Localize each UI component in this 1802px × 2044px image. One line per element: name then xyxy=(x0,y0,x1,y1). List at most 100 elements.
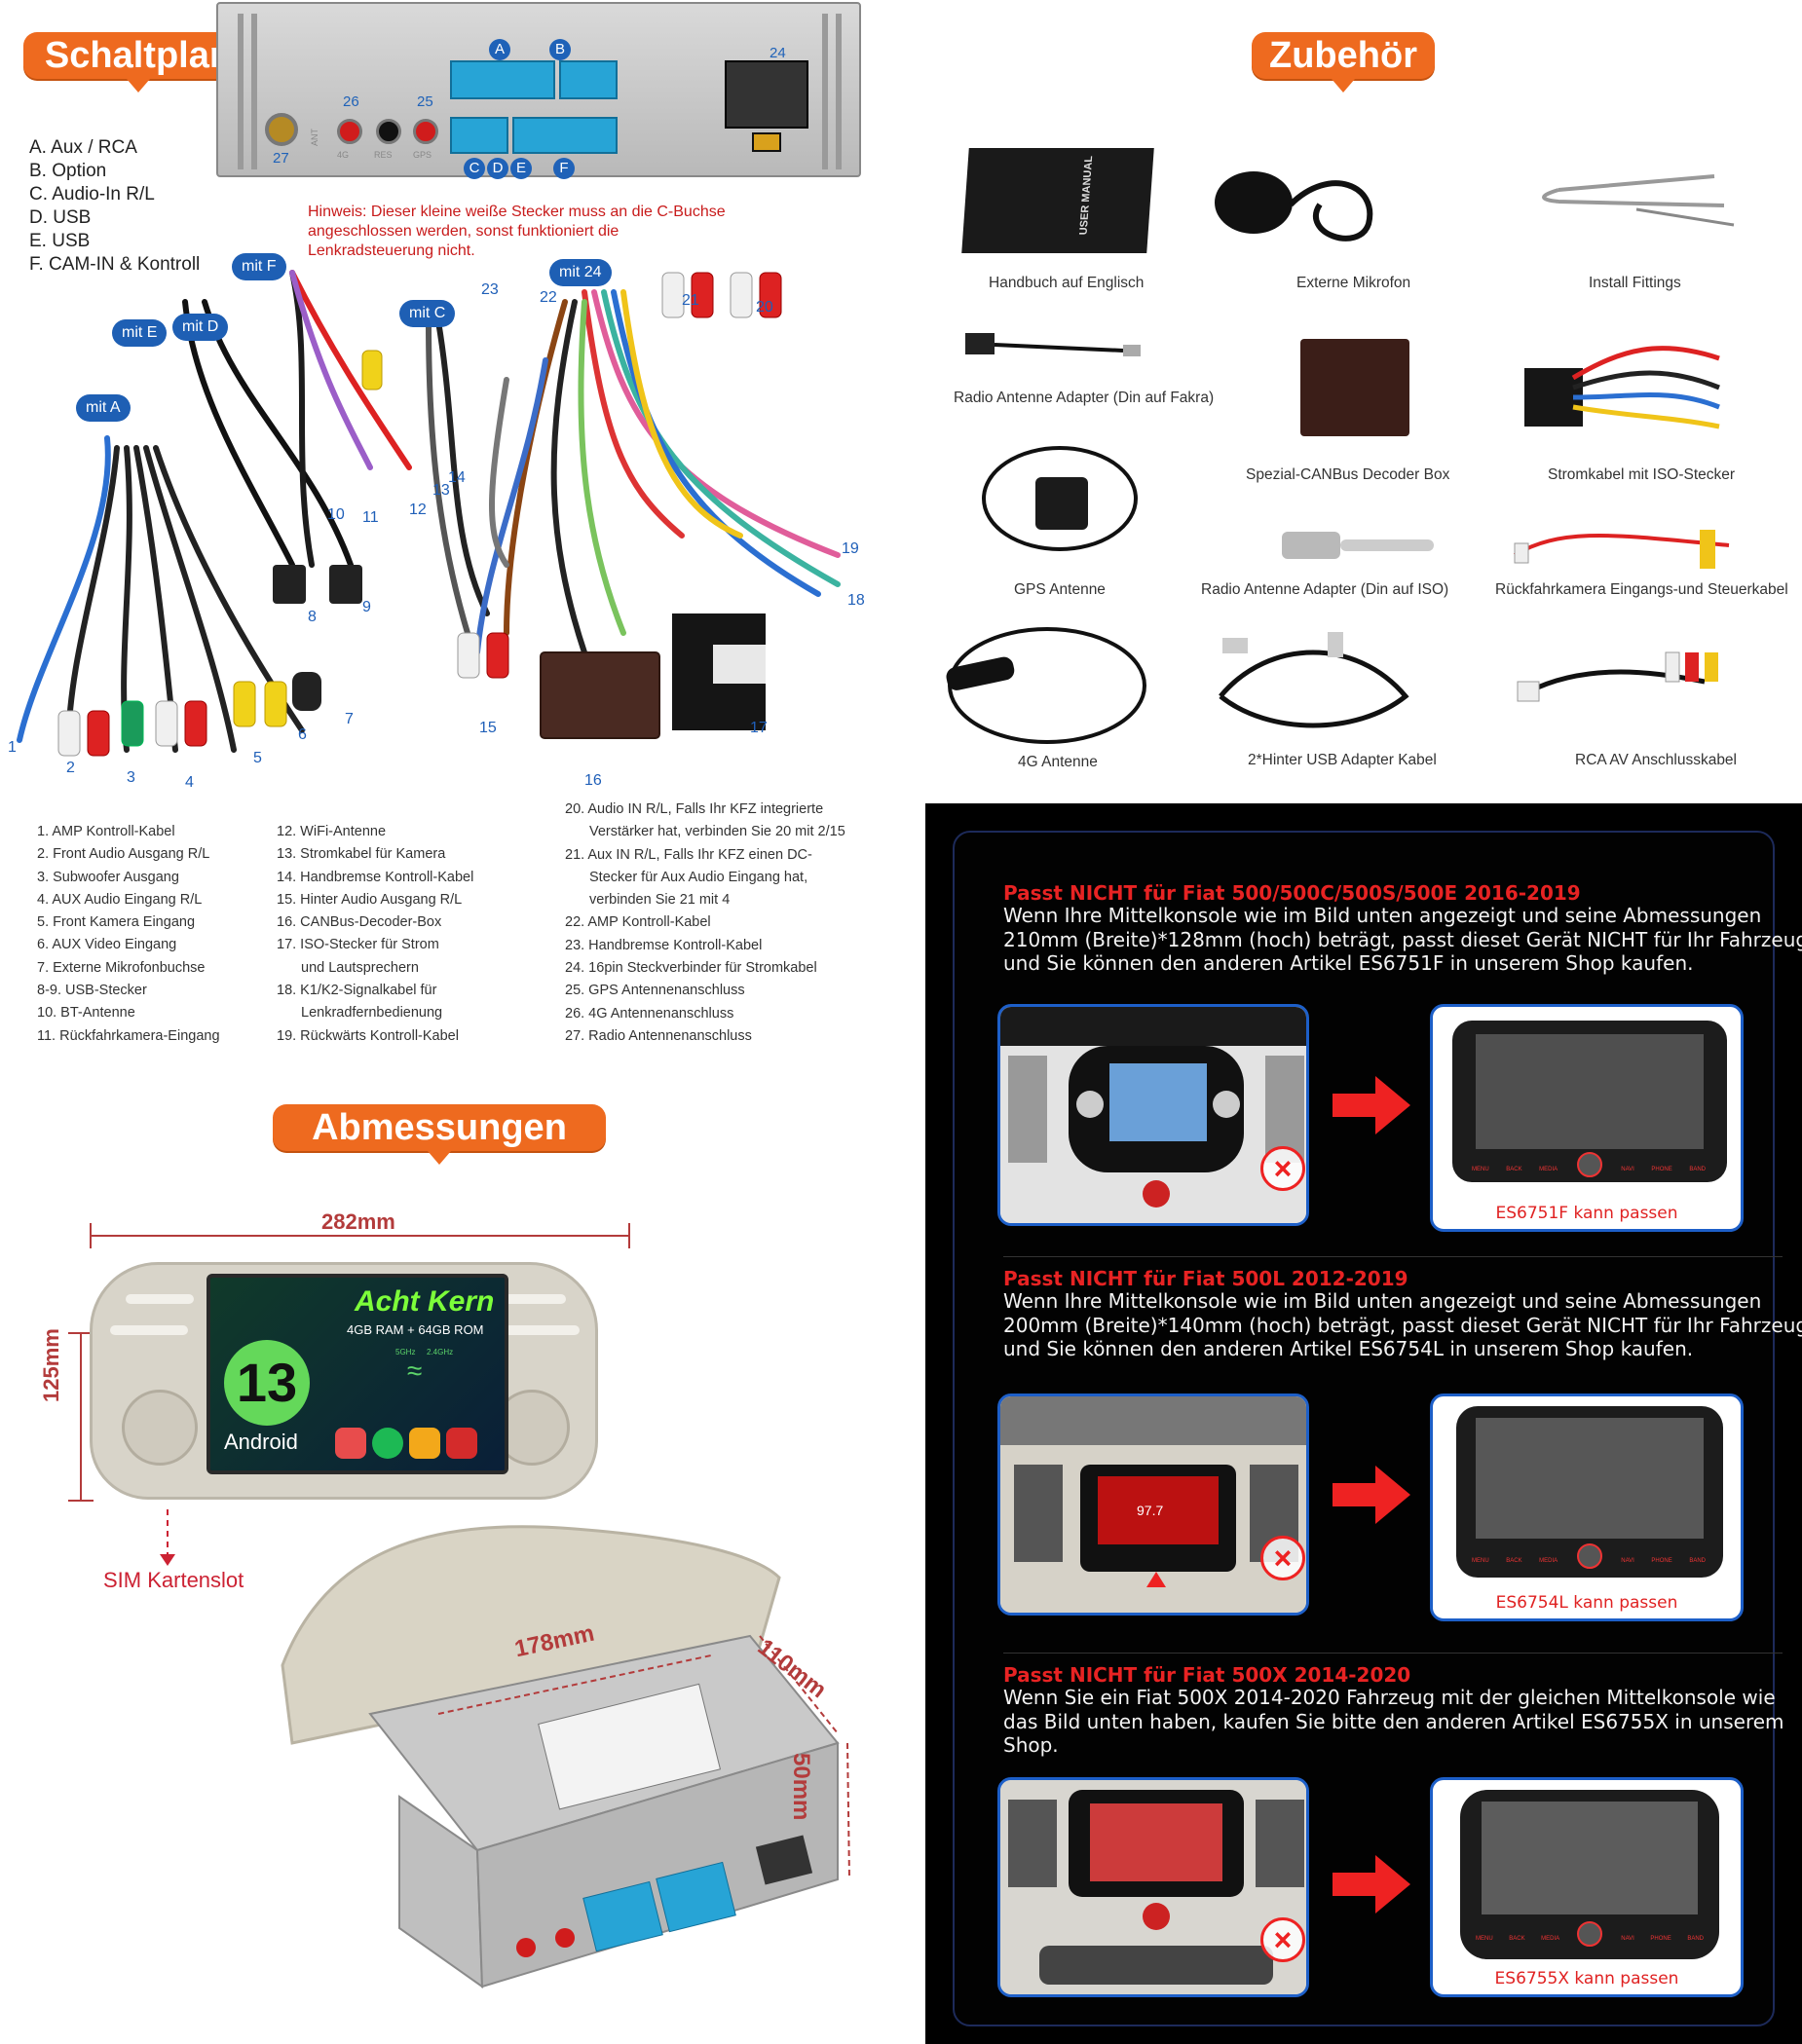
arrow-icon-2 xyxy=(1333,1466,1410,1524)
legend-d: D. USB xyxy=(29,207,92,228)
btn-band-3: BAND xyxy=(1687,1936,1704,1942)
not-fit-icon-3: × xyxy=(1260,1917,1305,1962)
btn-gap-2 xyxy=(1575,1558,1604,1564)
warn-title-1: Passt NICHT für Fiat 500/500C/500S/500E … xyxy=(1003,881,1581,905)
cable-num-5: 5 xyxy=(253,750,262,766)
connector-c-d xyxy=(450,117,508,154)
acc-label-canbus: Spezial-CANBus Decoder Box xyxy=(1246,466,1450,483)
btn-gap-1 xyxy=(1575,1167,1604,1172)
desc-10: 10. BT-Antenne xyxy=(37,1005,135,1022)
warn-body-2: Wenn Ihre Mittelkonsole wie im Bild unte… xyxy=(1003,1289,1802,1360)
desc-18: 18. K1/K2-Signalkabel für xyxy=(277,983,437,999)
width-dim-tick-right xyxy=(628,1223,630,1248)
label-radio: ANT xyxy=(310,129,319,146)
desc-12: 12. WiFi-Antenne xyxy=(277,824,387,839)
not-fit-icon-2: × xyxy=(1260,1536,1305,1580)
legend-a: A. Aux / RCA xyxy=(29,137,137,158)
product-card-1: MENU BACK MEDIA NAVI PHONE BAND ES6751F … xyxy=(1430,1004,1744,1232)
fakra-adapter-image xyxy=(965,333,1141,356)
desc-19: 19. Rückwärts Kontroll-Kabel xyxy=(277,1027,459,1044)
unit-rear-panel: 4G GPS ANT RES A B C D E F 24 26 25 27 xyxy=(216,2,861,179)
height-dim-text: 125mm xyxy=(39,1328,63,1402)
desc-14: 14. Handbremse Kontroll-Kabel xyxy=(277,869,474,885)
hint-text: Hinweis: Dieser kleine weiße Stecker mus… xyxy=(308,204,726,259)
cable-num-20: 20 xyxy=(756,299,773,316)
desc-26: 26. 4G Antennenanschluss xyxy=(565,1005,734,1022)
cable-num-21: 21 xyxy=(682,292,699,309)
fuse xyxy=(752,132,781,152)
screen-title: Acht Kern xyxy=(355,1285,495,1318)
spotify-icon xyxy=(372,1428,403,1459)
cable-num-4: 4 xyxy=(185,774,194,791)
cable-num-11: 11 xyxy=(362,509,379,526)
acc-label-usb: 2*Hinter USB Adapter Kabel xyxy=(1248,752,1437,768)
schaltplan-title: Schaltplan xyxy=(23,32,253,93)
left-control-knob[interactable] xyxy=(122,1390,198,1466)
btn-phone-2: PHONE xyxy=(1651,1558,1672,1564)
cable-num-14: 14 xyxy=(448,469,466,486)
warn-title-3: Passt NICHT für Fiat 500X 2014-2020 xyxy=(1003,1663,1411,1687)
desc-24: 24. 16pin Steckverbinder für Stromkabel xyxy=(565,960,817,977)
arrow-icon-3 xyxy=(1333,1855,1410,1914)
app-icon-3 xyxy=(409,1428,440,1459)
product-buttons-1: MENU BACK MEDIA NAVI PHONE BAND xyxy=(1472,1167,1706,1172)
acc-label-reverse: Rückfahrkamera Eingangs-und Steuerkabel xyxy=(1495,581,1788,598)
cable-num-1: 1 xyxy=(8,739,17,756)
result-label-2: ES6754L kann passen xyxy=(1495,1593,1678,1613)
desc-8-9: 8-9. USB-Stecker xyxy=(37,983,147,999)
switch-socket xyxy=(376,119,401,144)
sim-pointer-line xyxy=(167,1509,169,1558)
canbus-box-image xyxy=(1300,339,1409,436)
cable-num-17: 17 xyxy=(750,720,768,736)
desc-21-cont2: verbinden Sie 21 mit 4 xyxy=(589,892,731,909)
connector-b xyxy=(559,60,618,99)
console-screen-readout: 97.7 xyxy=(1137,1503,1163,1518)
acc-label-gps: GPS Antenne xyxy=(1014,581,1106,598)
console-drawing-2: 97.7 xyxy=(1000,1396,1306,1613)
android-badge: 13 xyxy=(224,1340,310,1426)
acc-label-4g: 4G Antenne xyxy=(1018,754,1098,770)
product-card-2: MENU BACK MEDIA NAVI PHONE BAND ES6754L … xyxy=(1430,1394,1744,1621)
cable-num-9: 9 xyxy=(362,599,371,615)
desc-2: 2. Front Audio Ausgang R/L xyxy=(37,846,210,863)
app-icon-1 xyxy=(335,1428,366,1459)
connector-24 xyxy=(725,60,808,129)
acc-label-fakra: Radio Antenne Adapter (Din auf Fakra) xyxy=(954,390,1215,406)
wiring-illustration xyxy=(17,270,841,757)
description-col-2: 12. WiFi-Antenne 13. Stromkabel für Kame… xyxy=(277,821,473,1048)
product-card-3: MENU BACK MEDIA NAVI PHONE BAND ES6755X … xyxy=(1430,1777,1744,1997)
btn-menu-1: MENU xyxy=(1472,1167,1489,1172)
result-label-1: ES6751F kann passen xyxy=(1495,1204,1678,1223)
label-gps: GPS xyxy=(413,150,432,160)
height-dim-line xyxy=(80,1332,82,1500)
btn-media-2: MEDIA xyxy=(1539,1558,1558,1564)
btn-back-1: BACK xyxy=(1506,1167,1522,1172)
btn-phone-3: PHONE xyxy=(1650,1936,1671,1942)
wifi-icon: ≈ xyxy=(407,1356,423,1386)
not-fit-icon-1: × xyxy=(1260,1146,1305,1191)
desc-20-cont: Verstärker hat, verbinden Sie 20 mit 2/1… xyxy=(589,824,845,840)
cable-num-16: 16 xyxy=(584,772,602,789)
block-separator-1 xyxy=(1003,1256,1783,1257)
btn-navi-3: NAVI xyxy=(1621,1936,1634,1942)
desc-17-cont: und Lautsprechern xyxy=(301,959,419,976)
block-separator-2 xyxy=(1003,1653,1783,1654)
port-num-27: 27 xyxy=(273,150,289,167)
warn-body-1: Wenn Ihre Mittelkonsole wie im Bild unte… xyxy=(1003,904,1802,975)
label-4g: 4G xyxy=(337,150,350,160)
port-num-24: 24 xyxy=(770,45,786,61)
port-num-25: 25 xyxy=(417,93,433,110)
btn-back-2: BACK xyxy=(1506,1558,1522,1564)
desc-3: 3. Subwoofer Ausgang xyxy=(37,869,179,885)
pill-mit-24: mit 24 xyxy=(549,259,612,286)
microphone-image xyxy=(1215,171,1373,242)
height-dim-tick-bottom xyxy=(68,1500,94,1502)
desc-15: 15. Hinter Audio Ausgang R/L xyxy=(277,891,463,908)
btn-media-3: MEDIA xyxy=(1541,1936,1560,1942)
vent-slot-1 xyxy=(126,1294,194,1304)
cable-num-15: 15 xyxy=(479,720,497,736)
acc-label-din-iso: Radio Antenne Adapter (Din auf ISO) xyxy=(1201,581,1449,598)
description-col-3: 20. Audio IN R/L, Falls Ihr KFZ integrie… xyxy=(565,799,845,1048)
reverse-cable-image xyxy=(1513,530,1730,569)
wifi-band-24g: 2.4GHz xyxy=(427,1348,454,1356)
